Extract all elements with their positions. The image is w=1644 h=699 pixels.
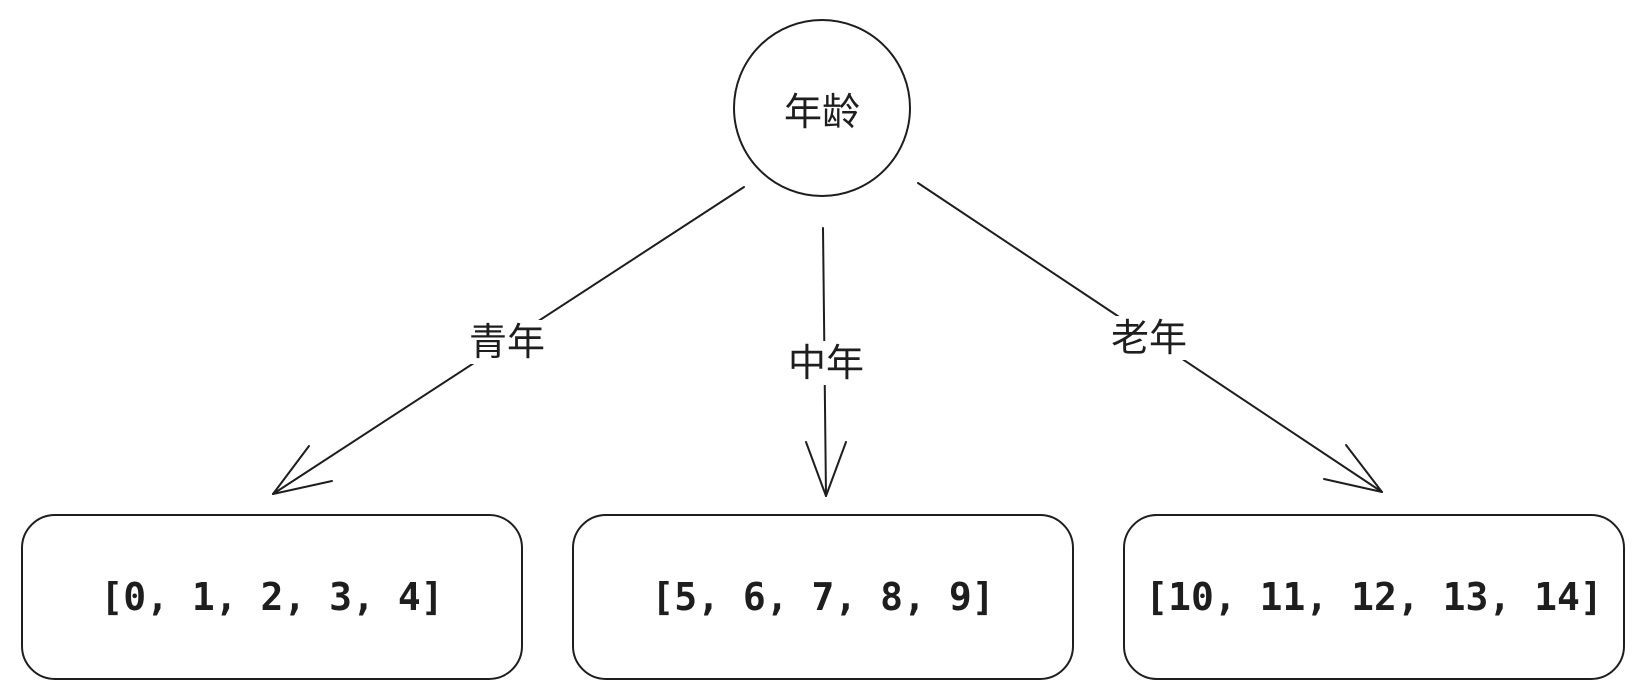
root-node-age: 年龄 [733,19,911,197]
arrowhead-stroke [272,480,333,495]
leaf-node-values: [0, 1, 2, 3, 4] [100,575,444,619]
leaf-node-values: [10, 11, 12, 13, 14] [1145,575,1603,619]
arrowhead-stroke [1345,444,1383,493]
edge-label-zhongnian: 中年 [786,341,867,385]
leaf-node-values: [5, 6, 7, 8, 9] [651,575,995,619]
arrowhead-stroke [1323,478,1383,493]
leaf-node-qingnian: [0, 1, 2, 3, 4] [21,514,523,680]
arrowhead-stroke [805,441,827,497]
arrowhead-stroke [272,445,310,495]
edge-label-laonian: 老年 [1109,316,1190,360]
edge-label-qingnian: 青年 [467,320,548,364]
root-node-label: 年龄 [783,89,860,134]
leaf-node-zhongnian: [5, 6, 7, 8, 9] [572,514,1074,680]
leaf-node-laonian: [10, 11, 12, 13, 14] [1123,514,1625,680]
arrowhead-stroke [825,441,847,497]
